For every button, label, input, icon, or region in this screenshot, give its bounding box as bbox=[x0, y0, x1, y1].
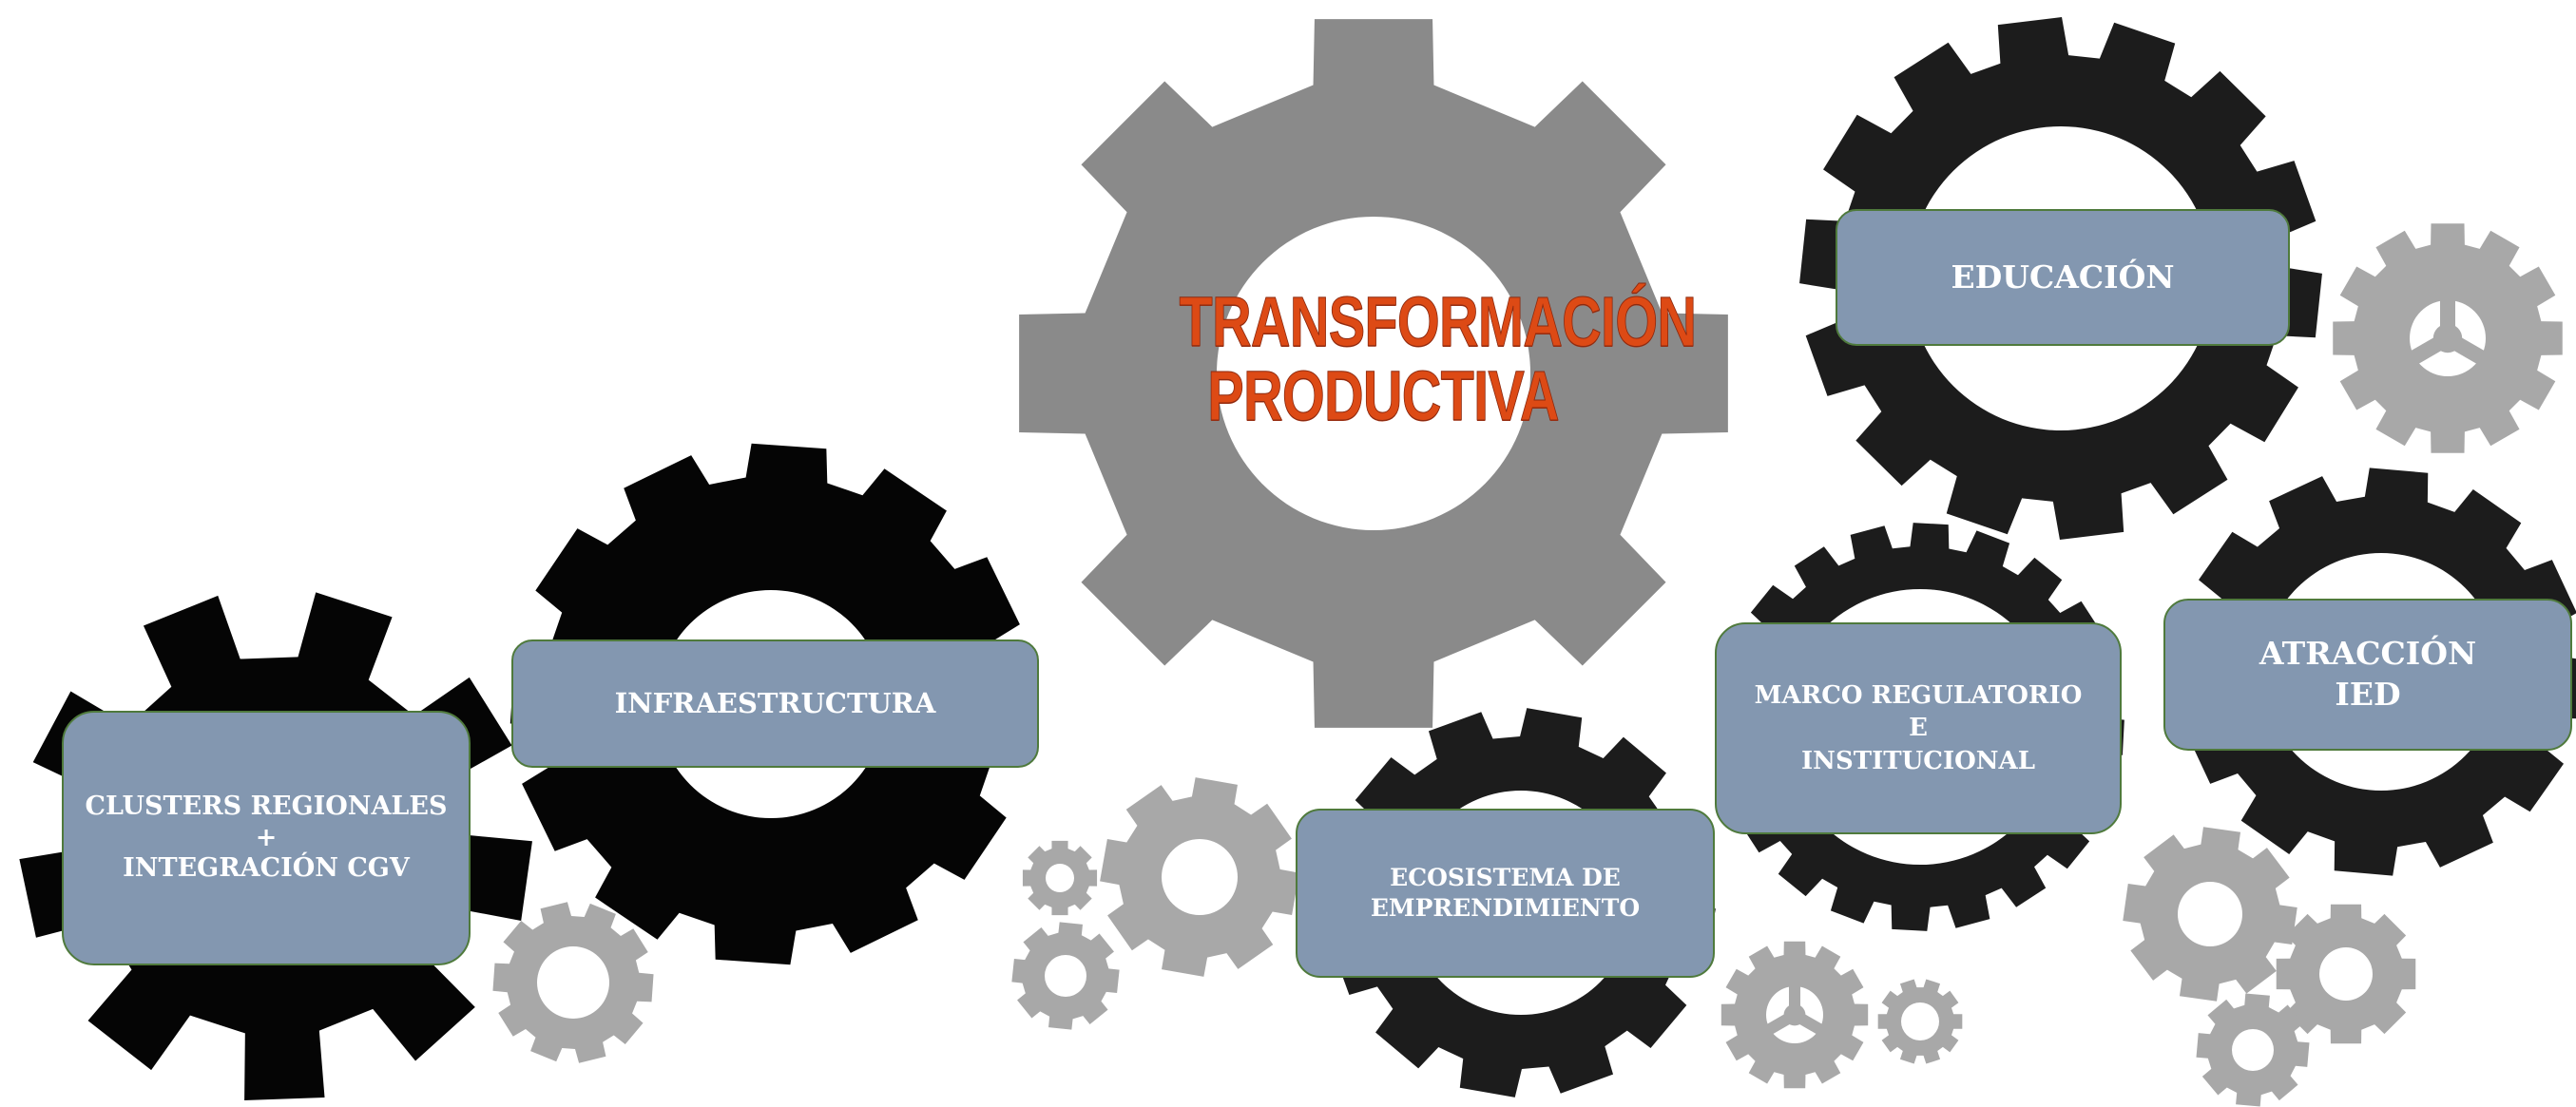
label-line: EDUCACIÓN bbox=[1951, 258, 2175, 296]
gear-shape bbox=[2177, 468, 2576, 876]
small-gear-icon bbox=[2333, 223, 2563, 453]
label-line: IED bbox=[2335, 676, 2401, 713]
small-gear-icon bbox=[1877, 979, 1963, 1064]
gear-shape bbox=[1022, 840, 1098, 916]
gear-central-icon bbox=[1019, 19, 1728, 728]
small-gear-icon bbox=[2123, 827, 2297, 1002]
label-educacion: EDUCACIÓN bbox=[1836, 209, 2290, 346]
label-clusters-regionales: CLUSTERS REGIONALES + INTEGRACIÓN CGV bbox=[62, 711, 471, 965]
diagram-title: TRANSFORMACIÓN PRODUCTIVA bbox=[1179, 282, 1697, 436]
gear-shape bbox=[509, 443, 1032, 965]
gear-shape bbox=[2123, 827, 2297, 1002]
gear-shape bbox=[1011, 922, 1120, 1030]
label-line: E bbox=[1909, 714, 1928, 743]
gear-shape bbox=[1877, 979, 1963, 1064]
small-gear-icon bbox=[1721, 941, 1869, 1089]
label-line: CLUSTERS REGIONALES bbox=[85, 791, 448, 821]
gear-shape bbox=[2333, 223, 2563, 453]
gear-shape bbox=[1721, 941, 1869, 1089]
small-gear-icon bbox=[1011, 922, 1120, 1030]
gear-atraccion-icon bbox=[2177, 468, 2576, 876]
label-atraccion-ied: ATRACCIÓN IED bbox=[2163, 599, 2572, 751]
label-line: MARCO REGULATORIO bbox=[1754, 681, 2083, 711]
label-infraestructura: INFRAESTRUCTURA bbox=[511, 639, 1039, 768]
gear-hub bbox=[1783, 1003, 1806, 1026]
label-line: EMPRENDIMIENTO bbox=[1370, 894, 1641, 922]
gear-shape bbox=[1799, 17, 2322, 540]
label-line: INSTITUCIONAL bbox=[1801, 746, 2035, 775]
gear-shape bbox=[492, 902, 654, 1063]
small-gear-icon bbox=[1022, 840, 1098, 916]
gear-shape bbox=[2276, 904, 2416, 1044]
gear-educacion-icon bbox=[1799, 17, 2322, 540]
label-line: INFRAESTRUCTURA bbox=[614, 686, 936, 719]
gear-shape bbox=[1100, 777, 1299, 977]
small-gear-icon bbox=[492, 902, 654, 1063]
label-line: ATRACCIÓN bbox=[2259, 635, 2477, 673]
gear-shape bbox=[1326, 708, 1716, 1097]
gear-shape bbox=[2196, 993, 2310, 1107]
label-ecosistema-emprendimiento: ECOSISTEMA DE EMPRENDIMIENTO bbox=[1296, 809, 1715, 978]
title-line-2: PRODUCTIVA bbox=[1207, 356, 1560, 436]
gear-ecosistema-icon bbox=[1326, 708, 1716, 1097]
small-gear-icon bbox=[2196, 993, 2310, 1107]
gear-shape bbox=[1019, 19, 1728, 728]
label-line: ECOSISTEMA DE bbox=[1390, 863, 1621, 891]
title-line-1: TRANSFORMACIÓN bbox=[1179, 282, 1697, 361]
label-line: INTEGRACIÓN CGV bbox=[123, 853, 410, 884]
small-gear-icon bbox=[1100, 777, 1299, 977]
gear-hub bbox=[2432, 323, 2463, 353]
gear-infraestructura-icon bbox=[509, 443, 1032, 965]
small-gear-icon bbox=[2276, 904, 2416, 1044]
label-line: + bbox=[255, 822, 278, 852]
label-marco-regulatorio: MARCO REGULATORIO E INSTITUCIONAL bbox=[1715, 622, 2122, 834]
